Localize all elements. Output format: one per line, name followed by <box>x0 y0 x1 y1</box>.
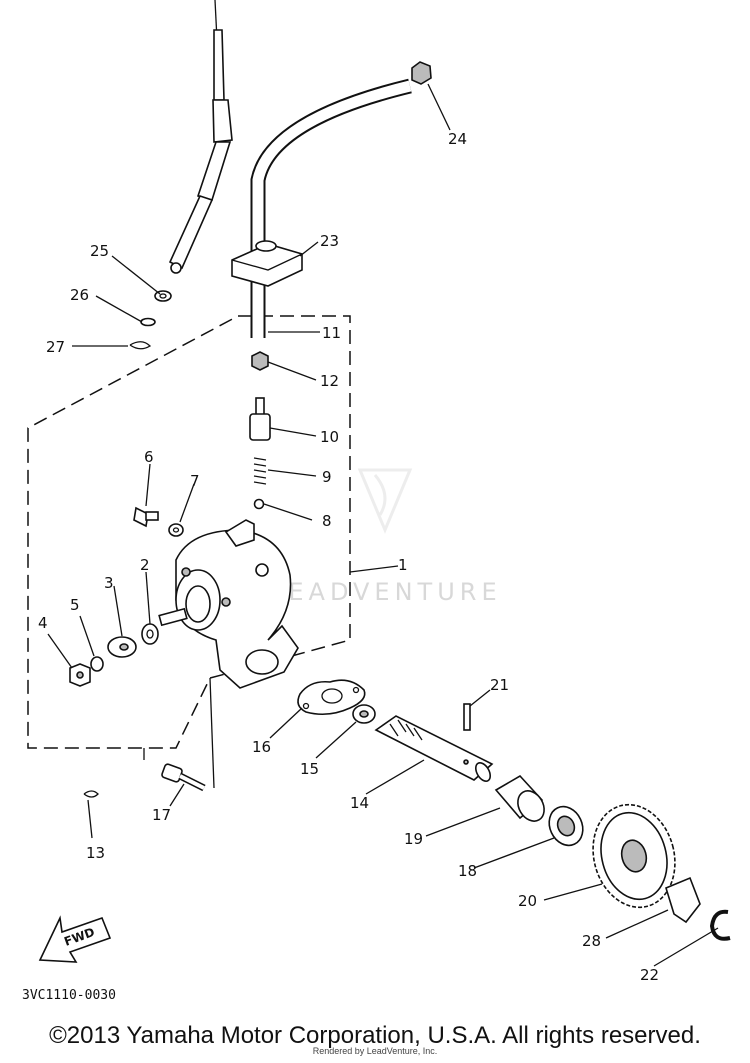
label-part-19: 19 <box>404 830 423 848</box>
part-2-oil-seal <box>141 623 159 645</box>
part-1-oil-pump <box>158 519 299 689</box>
part-9-spring <box>253 457 267 485</box>
label-part-17: 17 <box>152 806 171 824</box>
assembly-outline <box>27 315 351 749</box>
part-4-nut <box>69 663 91 687</box>
watermark-logo <box>357 468 413 534</box>
part-26-oring <box>140 317 156 327</box>
copyright-footer: ©2013 Yamaha Motor Corporation, U.S.A. A… <box>49 1022 701 1049</box>
label-part-7: 7 <box>190 472 200 490</box>
label-part-26: 26 <box>70 286 89 304</box>
part-18-bearing <box>548 805 584 847</box>
label-part-27: 27 <box>46 338 65 356</box>
diagram-code: 3VC1110-0030 <box>22 988 116 1003</box>
label-part-9: 9 <box>322 468 332 486</box>
label-part-16: 16 <box>252 738 271 756</box>
part-3-washer <box>107 636 137 658</box>
part-14-shaft <box>374 715 494 782</box>
label-part-28: 28 <box>582 932 601 950</box>
label-part-1: 1 <box>398 556 408 574</box>
label-part-6: 6 <box>144 448 154 466</box>
fwd-arrow-icon: FWD <box>38 915 112 963</box>
part-28-plate <box>665 876 701 924</box>
part-15-washer <box>352 704 376 724</box>
label-part-20: 20 <box>518 892 537 910</box>
part-21-pin <box>463 703 471 731</box>
label-part-21: 21 <box>490 676 509 694</box>
label-part-23: 23 <box>320 232 339 250</box>
part-19-collar <box>494 774 545 822</box>
label-part-11: 11 <box>322 324 341 342</box>
part-5-lock-washer <box>90 656 104 672</box>
label-part-5: 5 <box>70 596 80 614</box>
label-part-13: 13 <box>86 844 105 862</box>
part-11-hose <box>250 78 412 338</box>
label-part-24: 24 <box>448 130 467 148</box>
part-10-check-valve <box>249 397 271 441</box>
part-27-clip <box>129 341 152 350</box>
part-20-gear <box>592 803 676 909</box>
label-part-3: 3 <box>104 574 114 592</box>
label-part-8: 8 <box>322 512 332 530</box>
part-22-circlip <box>709 909 731 941</box>
label-part-15: 15 <box>300 760 319 778</box>
part-17-bolt <box>161 763 206 792</box>
label-part-14: 14 <box>350 794 369 812</box>
part-6-screw <box>133 506 159 528</box>
part-labels: 1 2 3 4 5 6 7 8 9 10 11 12 13 14 15 16 1… <box>38 130 659 984</box>
label-part-10: 10 <box>320 428 339 446</box>
watermark-text: LEADVENTURE <box>270 578 502 606</box>
leader-lines <box>47 83 719 967</box>
part-16-gasket <box>297 679 366 716</box>
part-24-cap <box>411 61 432 85</box>
cable <box>168 0 233 274</box>
rendered-by-note: Rendered by LeadVenture, Inc. <box>312 1046 438 1056</box>
label-part-4: 4 <box>38 614 48 632</box>
label-part-25: 25 <box>90 242 109 260</box>
part-12-clip <box>251 351 269 371</box>
part-13-clip <box>83 790 99 798</box>
label-part-2: 2 <box>140 556 150 574</box>
part-23-grommet <box>231 240 303 287</box>
label-part-22: 22 <box>640 966 659 984</box>
label-part-18: 18 <box>458 862 477 880</box>
part-8-ball <box>253 498 265 510</box>
part-7-washer <box>168 523 184 537</box>
label-part-12: 12 <box>320 372 339 390</box>
